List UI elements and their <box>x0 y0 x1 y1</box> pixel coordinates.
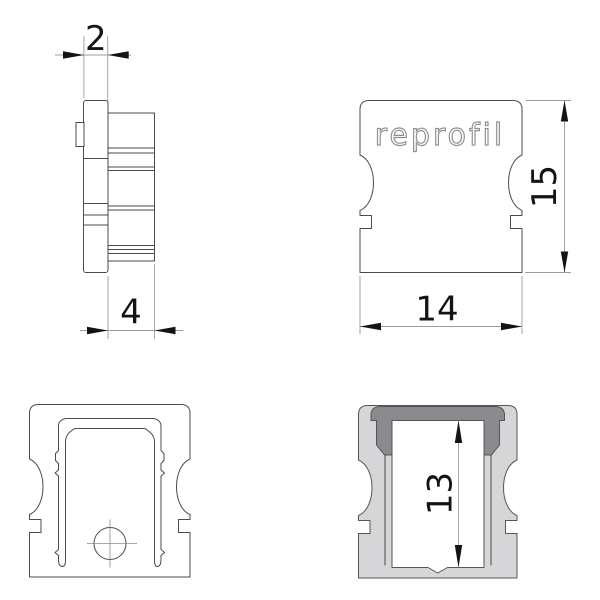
dimension-front-height: 15 <box>525 100 571 273</box>
side-view: 2 4 <box>55 19 183 339</box>
arrow-left-icon <box>87 326 108 335</box>
front-view: reprofil 14 15 <box>359 100 571 334</box>
dim-value-4: 4 <box>120 293 142 333</box>
arrow-down-icon <box>560 251 569 273</box>
screw-hole <box>87 519 137 568</box>
back-view <box>29 404 191 578</box>
arrow-right-icon <box>107 51 129 59</box>
arrow-right-icon <box>501 322 522 331</box>
back-contour <box>29 404 191 578</box>
profile-cross-section <box>370 406 505 456</box>
dim-value-2: 2 <box>85 19 107 59</box>
arrow-up-icon <box>454 420 463 443</box>
dimension-inner-height: 13 <box>421 420 463 568</box>
dim-value-15: 15 <box>525 165 565 208</box>
dimension-side-depth: 4 <box>80 264 183 339</box>
arrow-left-icon <box>360 322 381 331</box>
plate-feature-lines <box>83 158 109 226</box>
dim-value-14: 14 <box>415 290 458 330</box>
dimension-front-width: 14 <box>359 276 523 334</box>
cap-body <box>107 112 155 262</box>
arrow-right-icon <box>154 326 176 335</box>
arrow-down-icon <box>454 545 463 568</box>
brand-logo: reprofil <box>375 118 505 153</box>
arrow-left-icon <box>63 51 84 59</box>
side-tab <box>75 122 85 147</box>
dimension-side-width: 2 <box>55 19 131 111</box>
front-contour <box>359 100 523 273</box>
arrow-up-icon <box>560 100 569 122</box>
dim-value-13: 13 <box>421 472 461 515</box>
body-feature-lines <box>107 147 155 254</box>
section-view: 13 <box>358 405 518 579</box>
end-plate <box>83 100 109 273</box>
inner-channel-walls <box>54 418 165 567</box>
